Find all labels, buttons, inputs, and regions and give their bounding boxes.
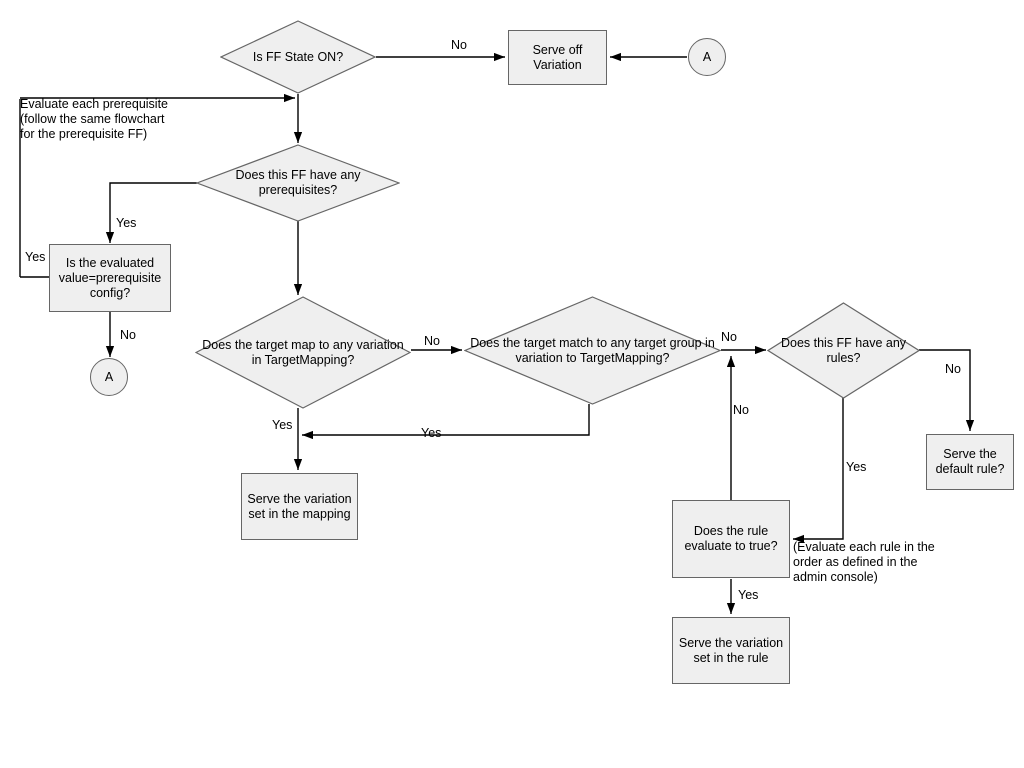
edge-label-target-map-no: No [424,334,440,348]
decision-rule-evaluates-true-label: Does the rule evaluate to true? [684,524,778,553]
note-rule-order: (Evaluate each rule in the order as defi… [793,540,935,584]
edge-label-rule-true-no: No [733,403,749,417]
edge-label-prereq-value-no: No [120,328,136,342]
decision-target-map-to-variation[interactable]: Does the target map to any variation in … [195,296,411,409]
decision-is-ff-state-on-label: Is FF State ON? [252,49,344,64]
decision-target-match-target-group[interactable]: Does the target match to any target grou… [464,296,721,405]
decision-evaluated-value-label: Is the evaluated value=prerequisite conf… [58,255,162,300]
decision-has-prerequisites-label: Does this FF have any prerequisites? [235,168,361,197]
decision-has-prerequisites[interactable]: Does this FF have any prerequisites? [196,144,400,222]
edge-label-has-rules-yes: Yes [846,460,867,474]
decision-is-ff-state-on[interactable]: Is FF State ON? [220,20,376,94]
process-serve-variation-in-mapping-label: Serve the variation set in the mapping [247,491,352,521]
decision-has-rules[interactable]: Does this FF have any rules? [767,302,920,399]
edge-label-target-group-no: No [721,330,737,344]
process-serve-variation-in-mapping[interactable]: Serve the variation set in the mapping [241,473,358,540]
decision-target-map-label: Does the target map to any variation in … [202,337,404,367]
process-serve-variation-in-rule-label: Serve the variation set in the rule [678,635,784,665]
process-serve-off-variation-label: Serve off Variation [532,42,583,72]
note-prerequisite-evaluation: Evaluate each prerequisite (follow the s… [20,97,169,141]
edge-label-ff-state-no: No [451,38,467,52]
edge-label-rule-true-yes: Yes [738,588,759,602]
edge-label-has-rules-no: No [945,362,961,376]
process-serve-default-rule-label: Serve the default rule? [935,447,1005,476]
diamond-shape [767,302,920,399]
connector-a-bottom-label: A [104,369,114,384]
connector-a-top-label: A [702,49,712,64]
diamond-shape [220,20,376,94]
process-serve-variation-in-rule[interactable]: Serve the variation set in the rule [672,617,790,684]
diamond-shape [196,144,400,222]
decision-evaluated-value-equals-prerequisite-config[interactable]: Is the evaluated value=prerequisite conf… [49,244,171,312]
decision-has-rules-label: Does this FF have any rules? [780,335,907,365]
connector-a-bottom[interactable]: A [90,358,128,396]
edge-label-target-map-yes: Yes [272,418,293,432]
decision-target-match-label: Does the target match to any target grou… [470,335,715,365]
connector-a-top[interactable]: A [688,38,726,76]
edge-label-prereq-yes: Yes [116,216,137,230]
edge-label-prereq-loop-yes: Yes [25,250,46,264]
diamond-shape [195,296,411,409]
diamond-shape [464,296,721,405]
process-serve-off-variation[interactable]: Serve off Variation [508,30,607,85]
edge-label-target-group-yes: Yes [421,426,442,440]
decision-rule-evaluates-true[interactable]: Does the rule evaluate to true? [672,500,790,578]
process-serve-default-rule[interactable]: Serve the default rule? [926,434,1014,490]
